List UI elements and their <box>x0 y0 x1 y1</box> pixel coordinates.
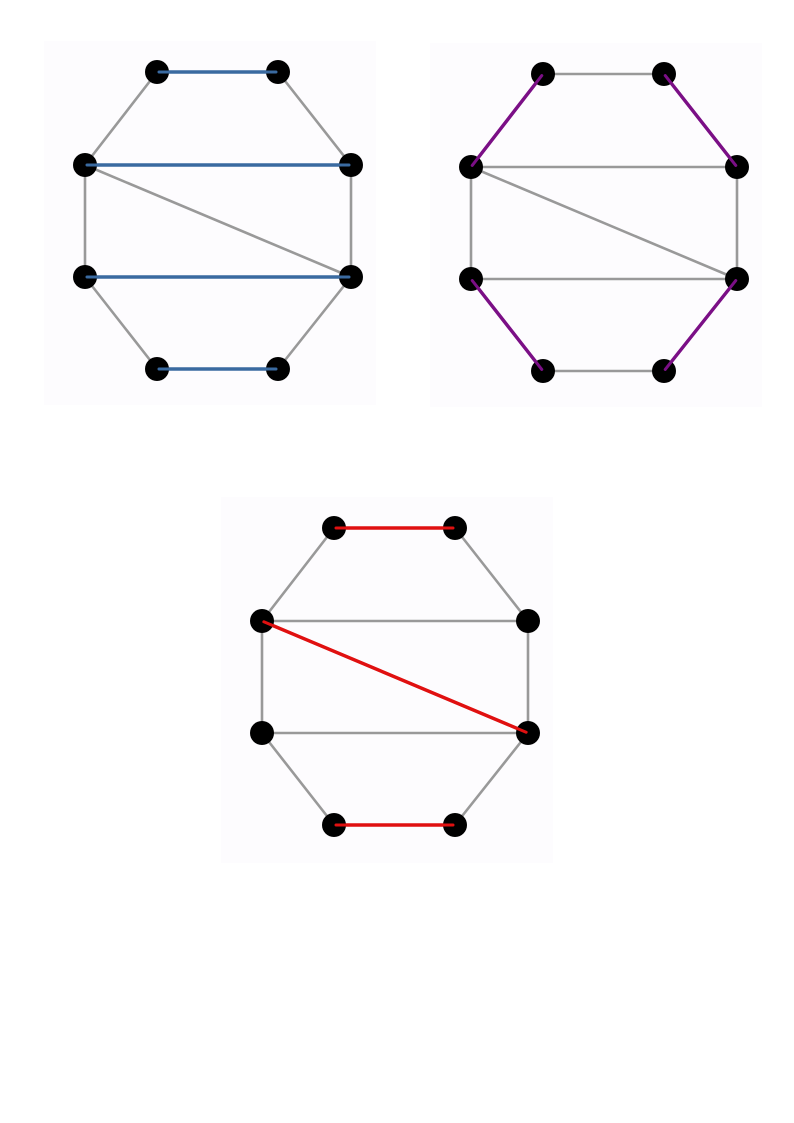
graph-edge <box>276 275 353 371</box>
highlighted-edge-overlay <box>663 279 738 371</box>
graph-node <box>516 721 540 745</box>
graph-diagram-1 <box>73 60 363 381</box>
graph-node <box>443 516 467 540</box>
graph-node <box>339 153 363 177</box>
graph-diagram-2 <box>459 62 749 383</box>
graph-node <box>443 813 467 837</box>
graph-node <box>266 60 290 84</box>
graph-node <box>266 357 290 381</box>
graph-edge <box>260 526 336 623</box>
graph-node <box>322 516 346 540</box>
graph-edge <box>469 165 739 281</box>
graph-edge <box>83 275 159 371</box>
graph-node <box>145 357 169 381</box>
graph-node <box>73 153 97 177</box>
graph-node <box>145 60 169 84</box>
graph-panel-3 <box>221 497 553 863</box>
highlighted-edge-overlay <box>663 74 738 167</box>
graph-node <box>250 609 274 633</box>
graph-diagram-3 <box>250 516 540 837</box>
graph-node <box>322 813 346 837</box>
graph-edge <box>83 163 353 279</box>
highlighted-edge-overlay <box>470 74 544 167</box>
graph-node <box>339 265 363 289</box>
graph-edge <box>260 731 336 827</box>
graph-node <box>73 265 97 289</box>
graph-edge <box>453 731 530 827</box>
graph-panel-1 <box>44 41 376 405</box>
highlighted-edge-overlay <box>470 279 544 371</box>
graph-node <box>250 721 274 745</box>
highlighted-edge-overlay <box>262 620 528 734</box>
graph-edge <box>276 70 353 167</box>
graph-edge <box>453 526 530 623</box>
graph-node <box>516 609 540 633</box>
graph-panel-2 <box>430 43 762 407</box>
graph-edge <box>83 70 159 167</box>
